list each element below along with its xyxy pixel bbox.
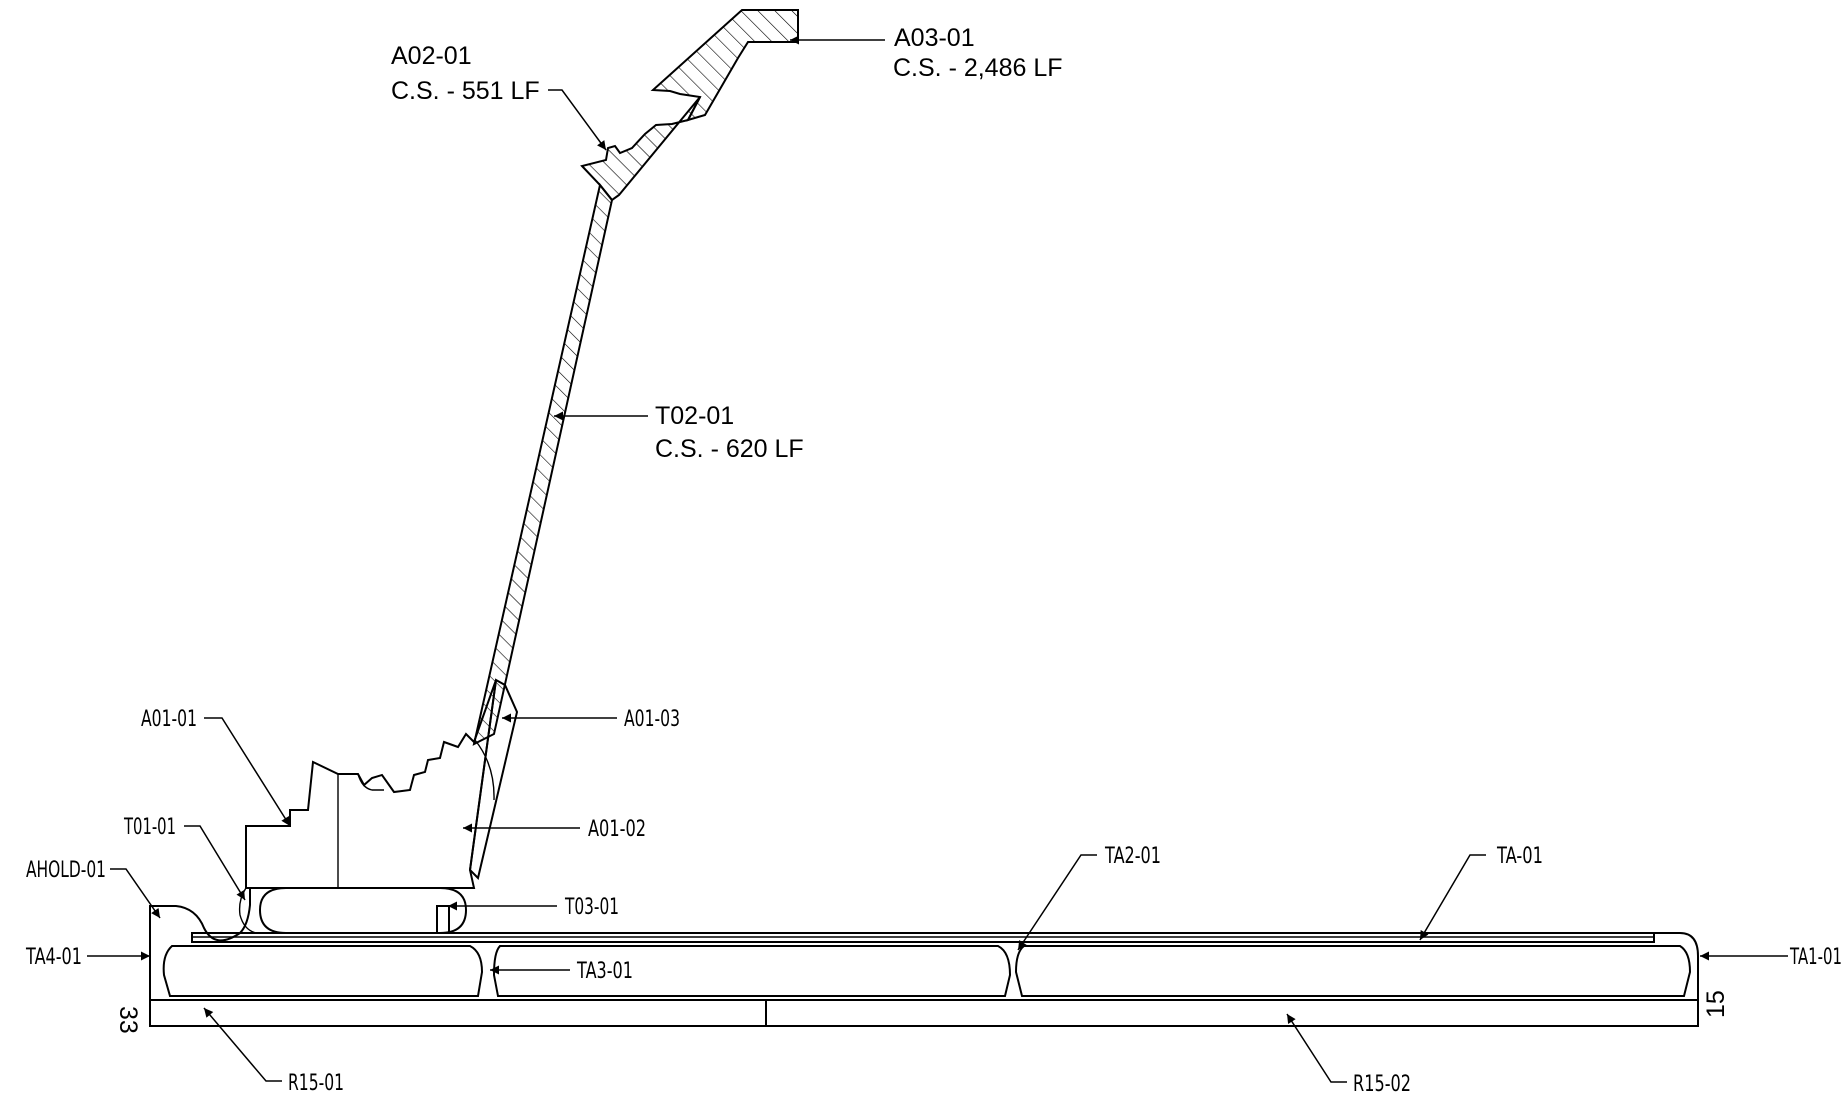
label-a01-02: A01-02	[588, 817, 646, 842]
a01-02-section	[258, 887, 468, 934]
label-ta2-01: TA2-01	[1104, 844, 1161, 869]
label-ta-01: TA-01	[1496, 844, 1543, 869]
dimension-right-15: 15	[1702, 990, 1730, 1018]
label-r15-01: R15-01	[288, 1071, 344, 1096]
leader-r15-01	[203, 1007, 282, 1082]
dimension-left-33: 33	[114, 1006, 142, 1034]
label-t02-01-id: T02-01	[655, 402, 734, 430]
label-a01-03: A01-03	[624, 707, 680, 732]
label-a03-01-id: A03-01	[894, 24, 975, 52]
leader-ahold-01	[110, 868, 161, 919]
a01-01-section	[245, 679, 497, 889]
ta3-01-left-pad	[162, 945, 484, 997]
r15-01-rail	[149, 999, 767, 1027]
a01-01-notch	[357, 773, 384, 791]
label-a03-01-note: C.S. - 2,486 LF	[893, 54, 1063, 82]
label-ta4-01: TA4-01	[25, 945, 82, 970]
leader-ta2-01	[1017, 854, 1097, 951]
ahold-01-section	[149, 888, 251, 942]
r15-02-rail	[765, 999, 1699, 1027]
label-t01-01: T01-01	[123, 815, 176, 840]
label-ta3-01: TA3-01	[576, 959, 633, 984]
t02-01-section	[472, 182, 614, 746]
label-a02-01-id: A02-01	[391, 42, 472, 70]
label-a02-01-note: C.S. - 551 LF	[391, 77, 540, 105]
a03-01-section	[650, 9, 799, 122]
a02-01-section	[580, 96, 701, 202]
leader-r15-02	[1286, 1013, 1347, 1083]
label-ta1-01: TA1-01	[1789, 945, 1842, 970]
label-t03-01: T03-01	[564, 895, 619, 920]
ta2-01-pad	[1014, 945, 1692, 997]
leader-a02-01	[548, 89, 607, 151]
frame-outline	[149, 932, 1699, 1001]
leader-a01-01	[204, 717, 291, 827]
label-a01-01: A01-01	[141, 707, 197, 732]
label-t02-01-note: C.S. - 620 LF	[655, 435, 804, 463]
leader-t01-01	[184, 825, 246, 901]
label-r15-02: R15-02	[1353, 1072, 1411, 1097]
label-ahold-01: AHOLD-01	[26, 858, 106, 883]
t03-01-section	[436, 905, 450, 934]
ta3-01-pad	[492, 945, 1012, 997]
leader-ta-01	[1419, 854, 1486, 941]
a01-03-fillet	[474, 739, 495, 801]
